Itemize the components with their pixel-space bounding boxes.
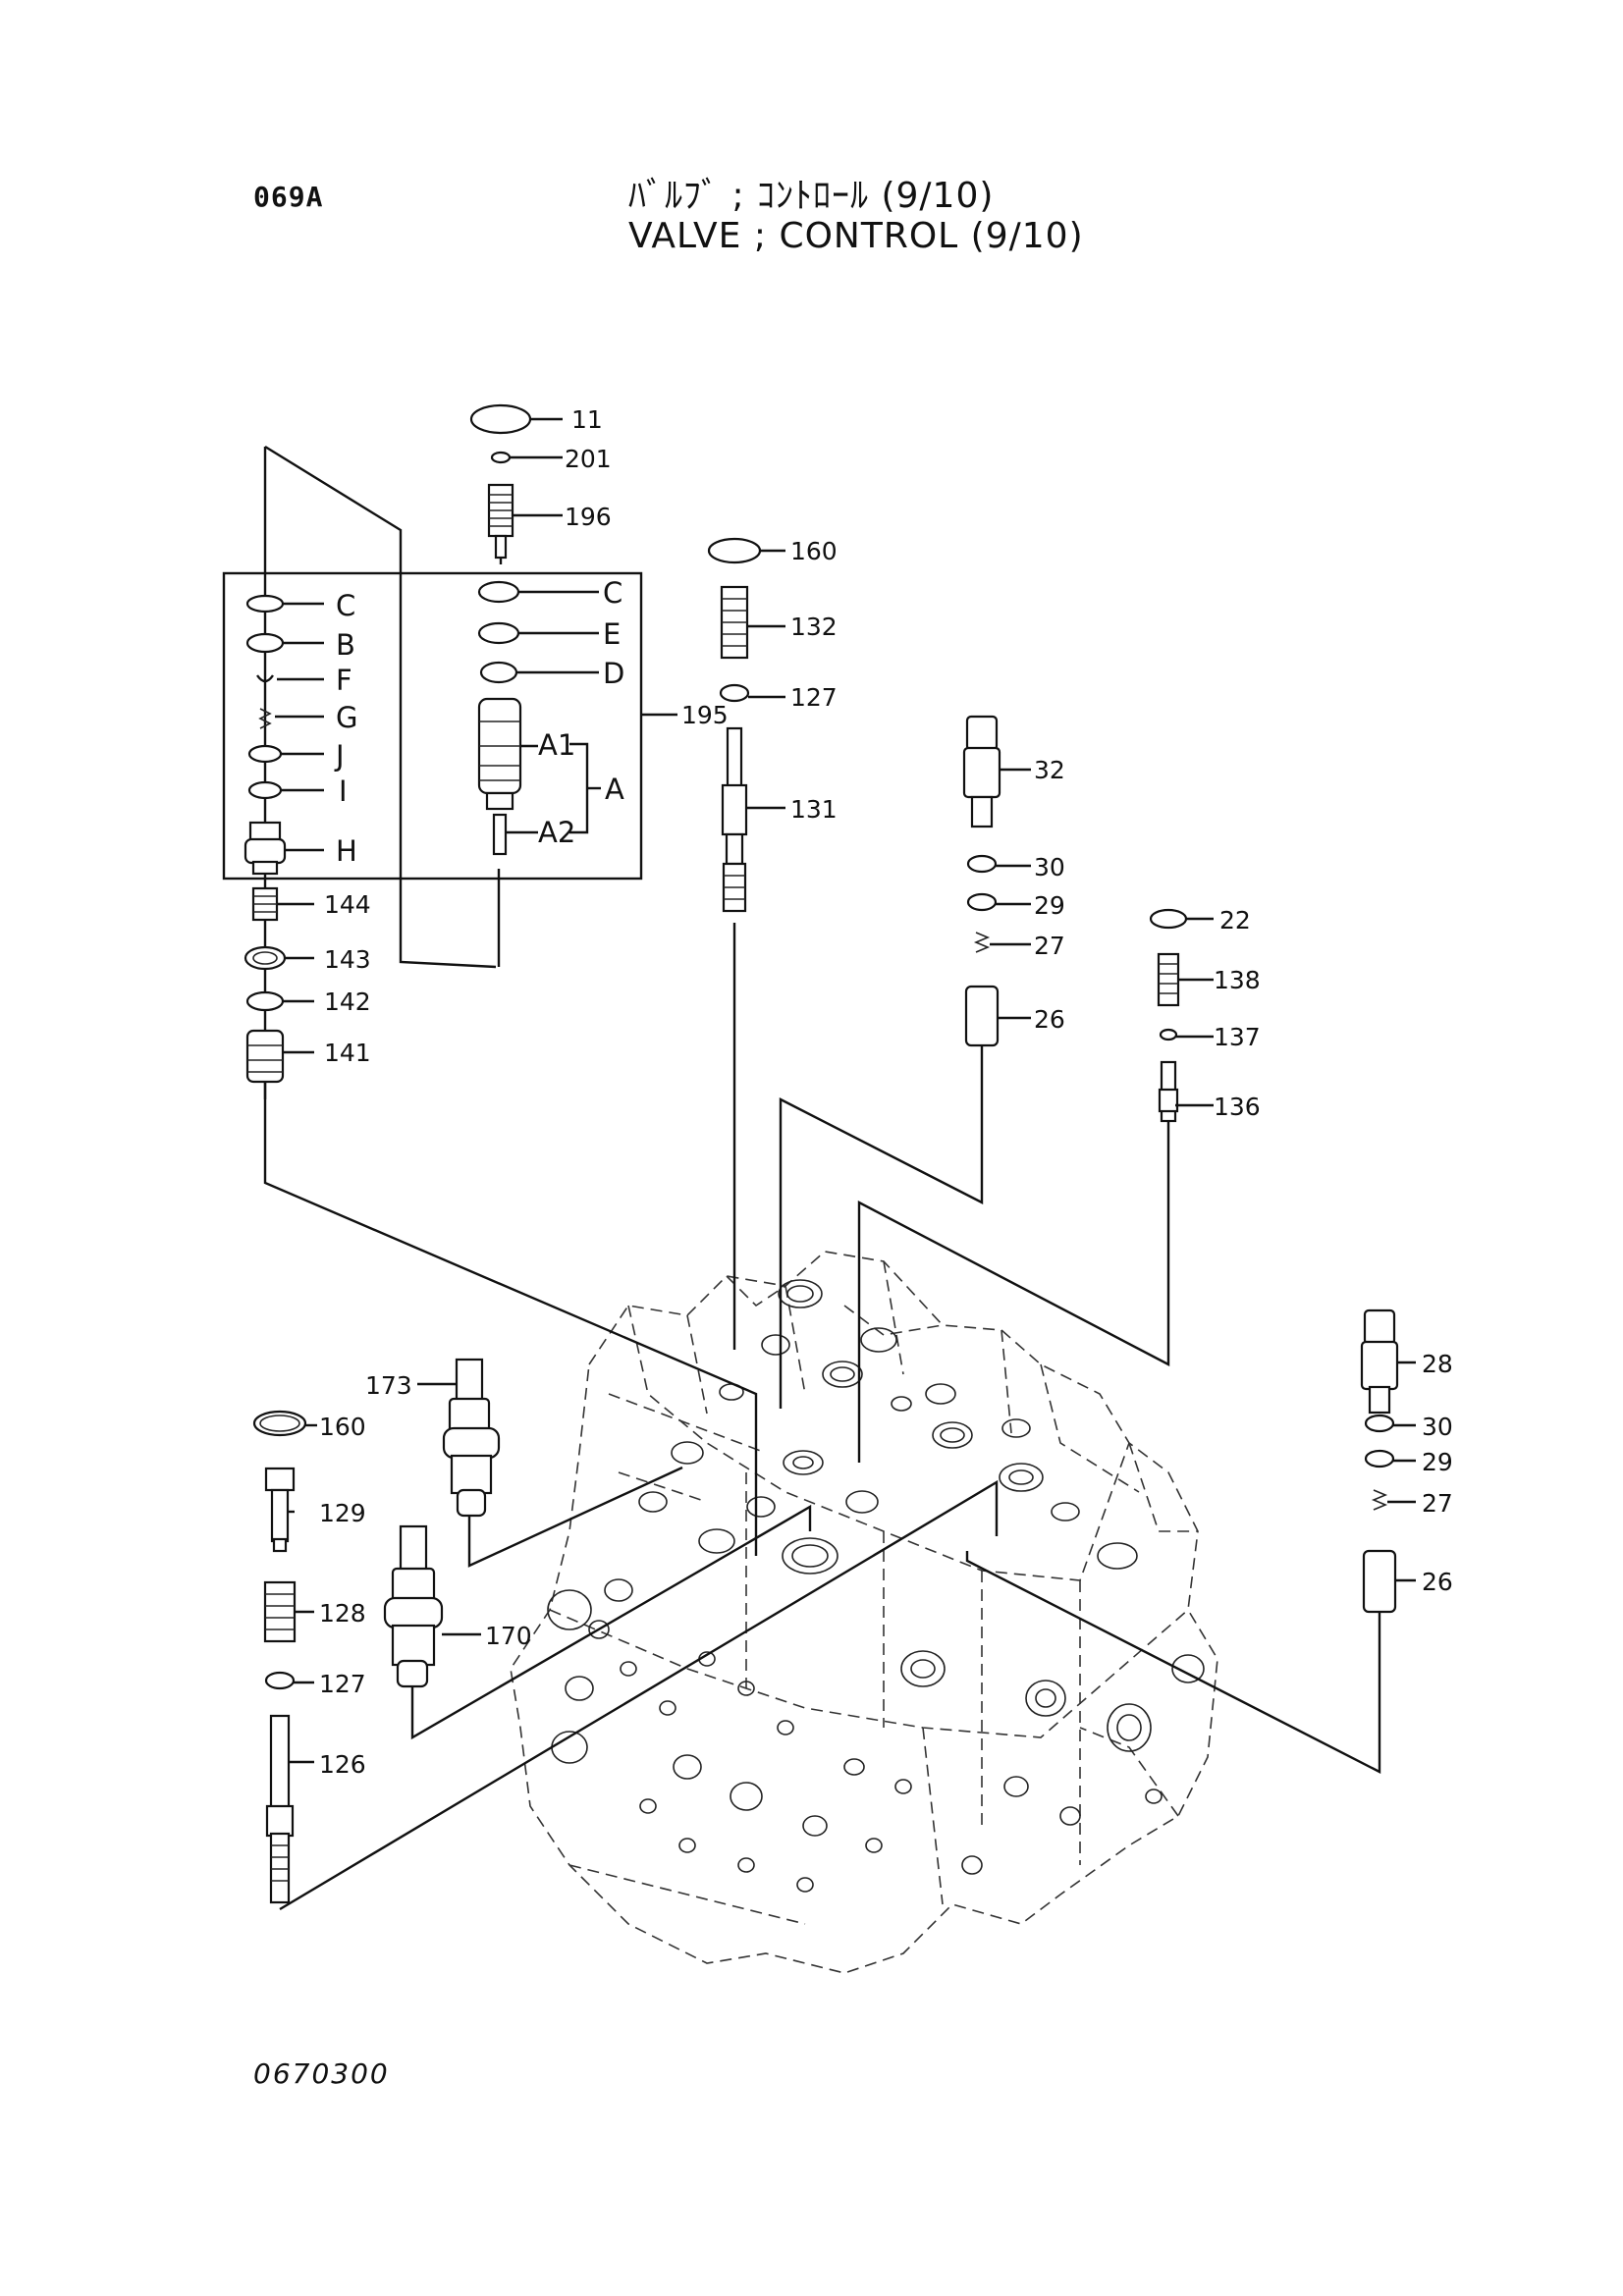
kit-letter-left-1: C: [336, 589, 355, 622]
callout-173: 173: [365, 1371, 412, 1400]
right-plug-parts: [1360, 1308, 1416, 1614]
relief-valve-parts: [383, 1358, 501, 1688]
kit-letter-left-6: I: [339, 774, 348, 808]
callout-142: 142: [324, 988, 371, 1016]
lower-left-stack-parts: [252, 1410, 317, 1904]
kit-letter-left-7: H: [336, 834, 357, 868]
kit-letter-left-3: F: [336, 664, 352, 697]
callout-170: 170: [485, 1622, 532, 1650]
callout-29-right: 29: [1422, 1448, 1453, 1476]
callout-26-mid: 26: [1034, 1005, 1065, 1034]
title-japanese: ﾊﾞﾙﾌﾞ ; ｺﾝﾄﾛｰﾙ (9/10): [628, 176, 995, 216]
callout-29-mid: 29: [1034, 891, 1065, 920]
control-valve-body: [510, 1251, 1218, 1974]
callout-27-mid: 27: [1034, 932, 1065, 960]
center-spool-parts: [707, 537, 785, 913]
drawing-number: 0670300: [253, 2057, 390, 2090]
callout-27-right: 27: [1422, 1489, 1453, 1518]
callout-127-left: 127: [319, 1670, 366, 1698]
kit-letter-right-1: C: [603, 576, 622, 610]
callout-26-right: 26: [1422, 1568, 1453, 1596]
callout-160-top: 160: [790, 537, 838, 565]
callout-129: 129: [319, 1499, 366, 1527]
callout-136: 136: [1214, 1093, 1261, 1121]
kit-letter-right-3: D: [603, 657, 624, 690]
callout-138: 138: [1214, 966, 1261, 994]
callout-28: 28: [1422, 1350, 1453, 1378]
page-code: 069A: [253, 181, 324, 213]
callout-201: 201: [565, 445, 612, 473]
callout-137: 137: [1214, 1023, 1261, 1051]
callout-196: 196: [565, 503, 612, 531]
callout-30-mid: 30: [1034, 853, 1065, 881]
upper-spool-parts: [469, 403, 563, 560]
assembly-lines: [263, 445, 1381, 1911]
mid-plug-parts: [962, 715, 1031, 1047]
kit-letter-left-4: G: [336, 701, 357, 734]
kit-letter-left-2: B: [336, 628, 355, 662]
kit-left-column: [243, 594, 324, 876]
callout-160-left: 160: [319, 1413, 366, 1441]
kit-letter-right-2: E: [603, 617, 621, 651]
kit-letter-A1: A1: [538, 728, 575, 762]
kit-letter-left-5: J: [334, 739, 345, 773]
kit-letter-A: A: [605, 773, 624, 806]
callout-132: 132: [790, 613, 838, 641]
callout-131: 131: [790, 795, 838, 824]
callout-11: 11: [571, 405, 603, 434]
seal-kit-box-195: [222, 571, 677, 881]
title-english: VALVE ; CONTROL (9/10): [628, 216, 1084, 256]
callout-144: 144: [324, 890, 371, 919]
right-spool-parts: [1149, 908, 1214, 1123]
callout-128: 128: [319, 1599, 366, 1628]
callout-141: 141: [324, 1039, 371, 1067]
callout-32: 32: [1034, 756, 1065, 784]
kit-right-column: [477, 580, 601, 856]
callout-195: 195: [681, 701, 729, 729]
callout-22: 22: [1219, 906, 1251, 934]
callout-143: 143: [324, 945, 371, 974]
callout-126: 126: [319, 1750, 366, 1779]
kit-letter-A2: A2: [538, 816, 575, 849]
lower-left-spool-parts: [243, 886, 314, 1084]
callout-127-top: 127: [790, 683, 838, 712]
callout-30-right: 30: [1422, 1413, 1453, 1441]
